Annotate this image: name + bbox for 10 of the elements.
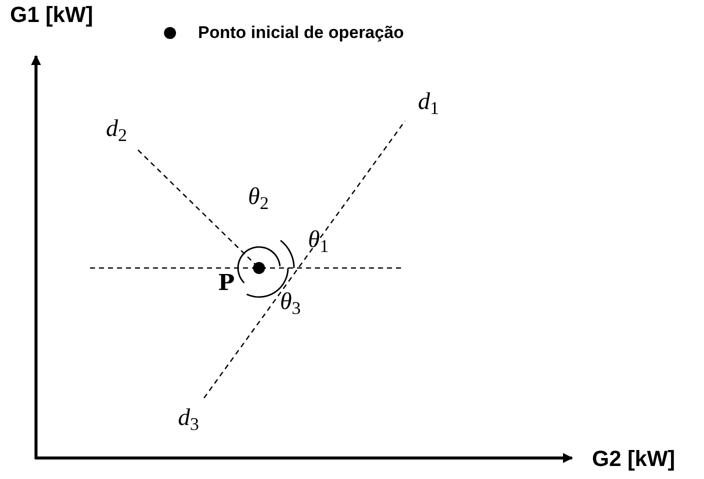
direction-label: d$_{2}$ <box>106 117 127 141</box>
legend-text: Ponto inicial de operação <box>198 22 404 44</box>
axis-label: G1 [kW] <box>10 4 94 26</box>
angle-label: θ$_{3}$ <box>280 290 301 314</box>
angle-label: θ$_{2}$ <box>248 185 269 209</box>
axis-label: G2 [kW] <box>592 448 676 470</box>
direction-label: d$_{3}$ <box>178 406 199 430</box>
angle-label: θ$_{1}$ <box>308 228 329 252</box>
point-label: P <box>218 272 235 294</box>
direction-label: d$_{1}$ <box>418 90 439 114</box>
